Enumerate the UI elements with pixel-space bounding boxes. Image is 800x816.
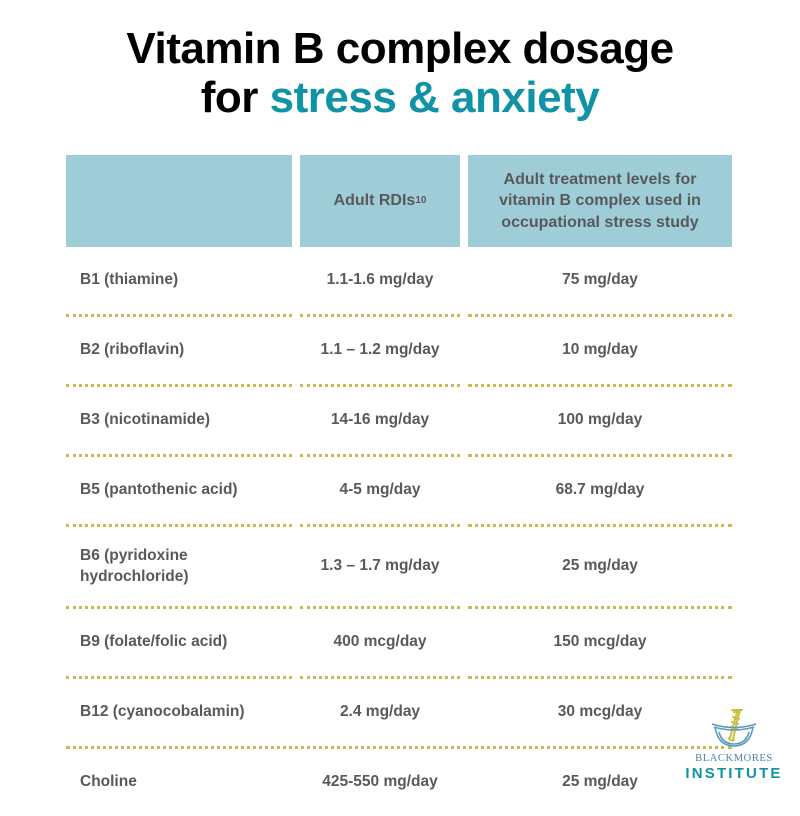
- row-separator: [66, 524, 732, 527]
- cell-rdi: 4-5 mg/day: [339, 481, 421, 499]
- table-row: B9 (folate/folic acid) 400 mcg/day 150 m…: [66, 609, 732, 676]
- separator-segment: [66, 454, 292, 457]
- cell-nutrient: B5 (pantothenic acid): [80, 481, 238, 499]
- cell-rdi: 1.3 – 1.7 mg/day: [320, 557, 440, 575]
- row-separator: [66, 676, 732, 679]
- cell-nutrient: B6 (pyridoxine hydrochloride): [80, 547, 189, 585]
- page-title: Vitamin B complex dosage for stress & an…: [0, 0, 800, 123]
- table-row: B5 (pantothenic acid) 4-5 mg/day 68.7 mg…: [66, 457, 732, 524]
- cell-nutrient: B2 (riboflavin): [80, 341, 185, 359]
- row-separator: [66, 314, 732, 317]
- cell-rdi: 425-550 mg/day: [322, 773, 438, 791]
- table-row: B2 (riboflavin) 1.1 – 1.2 mg/day 10 mg/d…: [66, 317, 732, 384]
- separator-segment: [468, 606, 732, 609]
- separator-segment: [300, 676, 460, 679]
- table-row: B12 (cyanocobalamin) 2.4 mg/day 30 mcg/d…: [66, 679, 732, 746]
- cell-treatment: 75 mg/day: [562, 271, 638, 289]
- cell-nutrient: B12 (cyanocobalamin): [80, 703, 245, 721]
- cell-treatment: 25 mg/day: [562, 557, 638, 575]
- separator-segment: [300, 314, 460, 317]
- cell-treatment: 30 mcg/day: [557, 703, 643, 721]
- separator-segment: [468, 384, 732, 387]
- cell-treatment: 68.7 mg/day: [555, 481, 645, 499]
- header-cell-nutrient: [66, 155, 292, 247]
- title-line-2: for stress & anxiety: [0, 73, 800, 122]
- cell-treatment: 150 mcg/day: [553, 633, 647, 651]
- cell-nutrient: B3 (nicotinamide): [80, 411, 211, 429]
- row-separator: [66, 606, 732, 609]
- title-line-2-accent: stress & anxiety: [269, 73, 600, 123]
- separator-segment: [66, 524, 292, 527]
- table-row: B6 (pyridoxine hydrochloride) 1.3 – 1.7 …: [66, 527, 732, 606]
- mortar-and-pestle-icon: [711, 709, 757, 747]
- table-row: Choline 425-550 mg/day 25 mg/day: [66, 749, 732, 816]
- logo-brand-text: BLACKMORES: [695, 753, 773, 764]
- cell-nutrient: B9 (folate/folic acid): [80, 633, 228, 651]
- title-line-2-prefix: for: [200, 73, 270, 123]
- cell-treatment: 25 mg/day: [562, 773, 638, 791]
- separator-segment: [468, 676, 732, 679]
- separator-segment: [468, 454, 732, 457]
- cell-nutrient: Choline: [80, 773, 137, 791]
- cell-rdi: 2.4 mg/day: [339, 703, 421, 721]
- header-adult-rdis-label: Adult RDIs: [333, 192, 416, 210]
- separator-segment: [300, 524, 460, 527]
- cell-treatment: 100 mg/day: [557, 411, 643, 429]
- cell-rdi: 1.1-1.6 mg/day: [326, 271, 434, 289]
- row-separator: [66, 384, 732, 387]
- separator-segment: [66, 676, 292, 679]
- table-row: B1 (thiamine) 1.1-1.6 mg/day 75 mg/day: [66, 247, 732, 314]
- separator-segment: [66, 606, 292, 609]
- row-separator: [66, 454, 732, 457]
- separator-segment: [66, 384, 292, 387]
- row-separator: [66, 746, 732, 749]
- cell-rdi: 1.1 – 1.2 mg/day: [320, 341, 440, 359]
- separator-segment: [66, 314, 292, 317]
- title-line-1: Vitamin B complex dosage: [126, 24, 674, 73]
- separator-segment: [300, 606, 460, 609]
- separator-segment: [468, 524, 732, 527]
- separator-segment: [300, 454, 460, 457]
- separator-segment: [300, 384, 460, 387]
- table-row: B3 (nicotinamide) 14-16 mg/day 100 mg/da…: [66, 387, 732, 454]
- cell-rdi: 400 mcg/day: [333, 633, 427, 651]
- separator-segment: [468, 314, 732, 317]
- cell-treatment: 10 mg/day: [562, 341, 638, 359]
- logo-sub-text: INSTITUTE: [685, 765, 783, 782]
- cell-nutrient: B1 (thiamine): [80, 271, 179, 289]
- header-adult-rdis-superscript: 10: [415, 195, 427, 207]
- header-cell-treatment-levels: Adult treatment levels for vitamin B com…: [468, 155, 732, 247]
- blackmores-institute-logo: BLACKMORES INSTITUTE: [684, 708, 784, 782]
- cell-rdi: 14-16 mg/day: [330, 411, 430, 429]
